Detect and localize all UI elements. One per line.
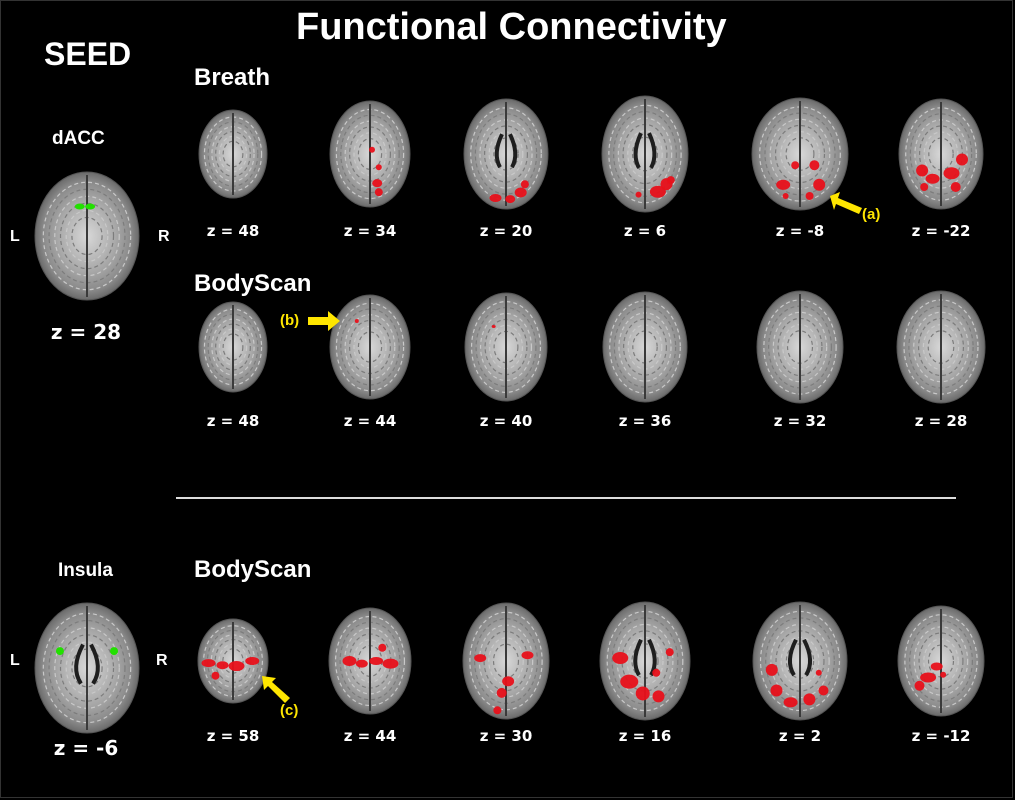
row-label-bodyscan: BodyScan (194, 556, 312, 583)
seed-name-dacc: dACC (52, 128, 105, 149)
slice-label: z = 16 (618, 727, 672, 745)
brain-slice (463, 98, 549, 210)
seed-slice-label: z = -6 (53, 736, 119, 760)
hemisphere-right-label: R (158, 228, 170, 245)
arrow-icon (830, 192, 862, 214)
slice-label: z = 44 (343, 412, 397, 430)
slice-label: z = 44 (343, 727, 397, 745)
brain-slice (462, 602, 550, 720)
arrow-icon (262, 676, 290, 703)
seed-heading: SEED (44, 36, 132, 72)
slice-label: z = 20 (479, 222, 533, 240)
arrow-icon (308, 311, 340, 331)
brain-slice (329, 100, 411, 208)
slice-label: z = -8 (775, 222, 825, 240)
slice-label: z = 28 (914, 412, 968, 430)
figure-title: Functional Connectivity (296, 6, 727, 48)
brain-slice (602, 291, 688, 403)
brain-slice (752, 601, 848, 721)
annotation-label: (b) (280, 312, 300, 329)
brain-slice (751, 97, 849, 211)
annotation-label: (c) (280, 702, 299, 719)
brain-slice (756, 290, 844, 404)
brain-slice (599, 601, 691, 721)
hemisphere-left-label: L (10, 228, 20, 245)
row-label-breath: Breath (194, 64, 271, 91)
slice-label: z = -12 (911, 727, 971, 745)
brain-slice (897, 605, 985, 717)
slice-label: z = 2 (778, 727, 822, 745)
brain-slice (898, 98, 984, 210)
section-divider (176, 497, 956, 499)
slice-label: z = 40 (479, 412, 533, 430)
slice-label: z = 30 (479, 727, 533, 745)
brain-slice (464, 292, 548, 402)
brain-slice (329, 294, 411, 400)
hemisphere-left-label: L (10, 652, 20, 669)
seed-name-insula: Insula (58, 560, 113, 581)
brain-slice (198, 301, 268, 393)
seed-brain-dacc (34, 171, 140, 301)
seed-slice-label: z = 28 (50, 320, 122, 344)
slice-label: z = 6 (623, 222, 667, 240)
slice-label: z = 36 (618, 412, 672, 430)
slice-label: z = 58 (206, 727, 260, 745)
row-label-bodyscan: BodyScan (194, 270, 312, 297)
annotation-label: (a) (862, 206, 881, 223)
brain-slice (197, 618, 269, 704)
brain-slice (601, 95, 689, 213)
slice-label: z = 48 (206, 222, 260, 240)
brain-slice (328, 607, 412, 715)
slice-label: z = 48 (206, 412, 260, 430)
brain-slice (198, 109, 268, 199)
slice-label: z = -22 (911, 222, 971, 240)
slice-label: z = 32 (773, 412, 827, 430)
brain-slice (896, 290, 986, 404)
hemisphere-right-label: R (156, 652, 168, 669)
seed-brain-insula (34, 602, 140, 734)
slice-label: z = 34 (343, 222, 397, 240)
